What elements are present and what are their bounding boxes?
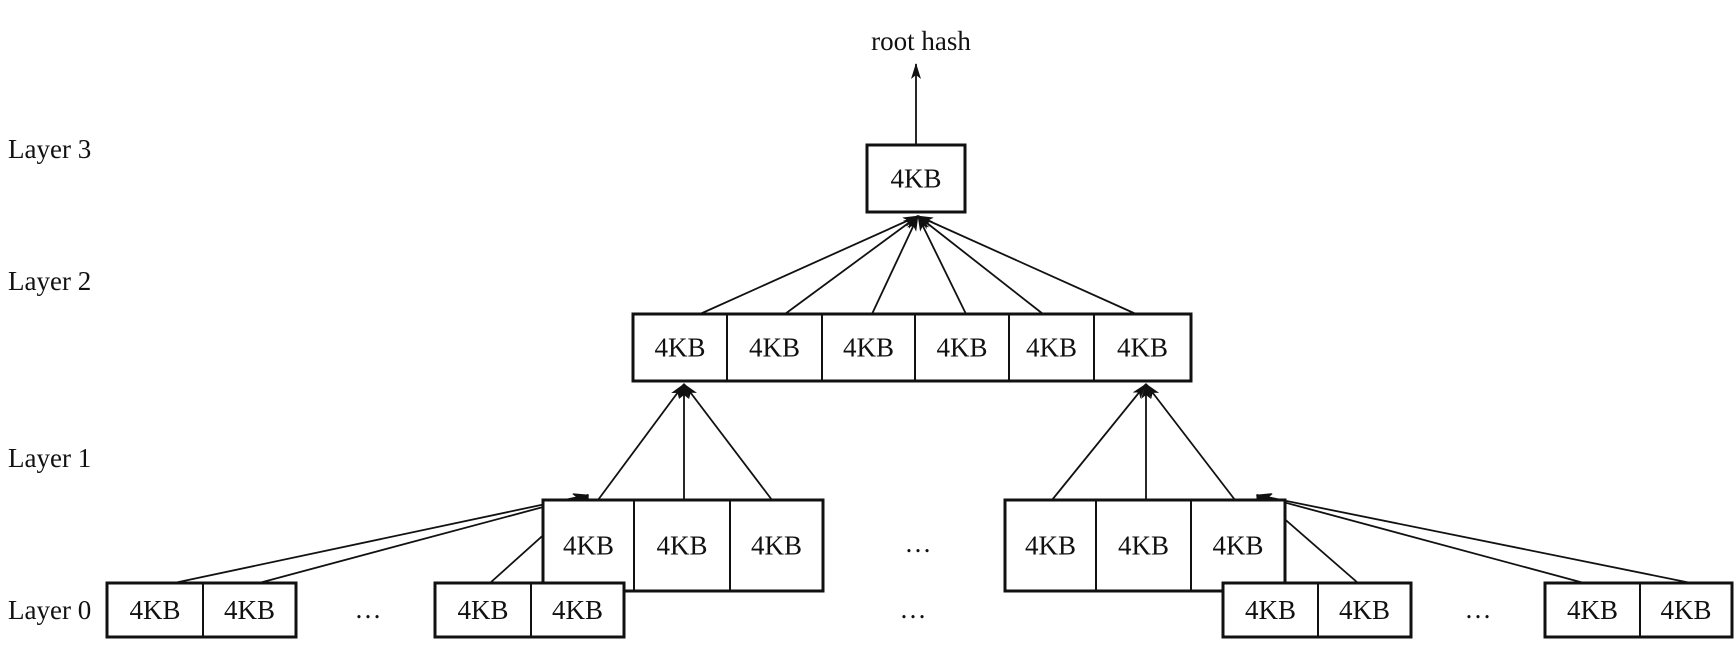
layer-2-label: Layer 2 xyxy=(8,266,91,296)
layer-0-block-group: 4KB 4KB xyxy=(105,581,298,639)
ellipsis: … xyxy=(900,594,927,624)
block-group-border xyxy=(105,581,298,639)
block-group-border xyxy=(865,143,967,214)
block-group-border xyxy=(1003,498,1287,593)
hash-edge-arrow xyxy=(917,215,967,315)
block-cell-label: 4KB xyxy=(656,531,707,561)
hash-edge-arrow xyxy=(784,215,919,315)
block-group-border xyxy=(1543,581,1734,639)
block-cell-label: 4KB xyxy=(654,333,705,363)
hash-edge-arrow xyxy=(699,215,919,315)
layer-0-block-group: 4KB 4KB xyxy=(1543,581,1734,639)
block-cell-label: 4KB xyxy=(936,333,987,363)
hash-edge-arrow xyxy=(1256,494,1585,584)
block-group-border xyxy=(433,581,626,639)
ellipsis: … xyxy=(1465,594,1492,624)
hash-edge-arrow xyxy=(1145,383,1236,501)
layer-1-label: Layer 1 xyxy=(8,443,91,473)
block-cell-label: 4KB xyxy=(843,333,894,363)
block-cell-label: 4KB xyxy=(1118,531,1169,561)
hash-edge-arrow xyxy=(871,215,919,315)
ellipsis: … xyxy=(905,528,932,558)
layer-1-block-group: 4KB 4KB 4KB xyxy=(1003,498,1287,593)
block-cell-label: 4KB xyxy=(1025,531,1076,561)
block-cell-label: 4KB xyxy=(751,531,802,561)
block-group-border xyxy=(541,498,825,593)
hash-edge-arrow xyxy=(917,215,1137,315)
block-cell-label: 4KB xyxy=(1567,595,1618,625)
block-cell-label: 4KB xyxy=(890,164,941,194)
hash-edge-arrow xyxy=(597,383,685,501)
layer-0-label: Layer 0 xyxy=(8,595,91,625)
block-cell-label: 4KB xyxy=(224,595,275,625)
hash-edge-arrow xyxy=(173,493,589,584)
block-cell-label: 4KB xyxy=(552,595,603,625)
hash-edge-arrow xyxy=(683,383,773,501)
root-hash-label: root hash xyxy=(871,26,971,56)
block-cell-label: 4KB xyxy=(1117,333,1168,363)
block-cell-label: 4KB xyxy=(457,595,508,625)
block-cell-label: 4KB xyxy=(1339,595,1390,625)
layer-0-block-group: 4KB 4KB xyxy=(433,581,626,639)
block-cell-label: 4KB xyxy=(1245,595,1296,625)
hash-edge-arrow xyxy=(1051,383,1147,501)
block-group-border xyxy=(631,312,1193,383)
layer-3-label: Layer 3 xyxy=(8,134,91,164)
block-cell-label: 4KB xyxy=(1660,595,1711,625)
hash-edge-arrow xyxy=(258,494,589,584)
block-cell-label: 4KB xyxy=(1212,531,1263,561)
block-cell-label: 4KB xyxy=(749,333,800,363)
hash-edge-arrow xyxy=(917,215,1044,315)
block-cell-label: 4KB xyxy=(129,595,180,625)
block-cell-label: 4KB xyxy=(1026,333,1077,363)
hash-edge-arrow xyxy=(1256,493,1692,584)
layer-0-block-group: 4KB 4KB xyxy=(1221,581,1413,639)
layer-2-block-group: 4KB 4KB 4KB 4KB 4KB 4KB xyxy=(631,312,1193,383)
layer-3-block-group: 4KB xyxy=(865,143,967,214)
block-cell-label: 4KB xyxy=(563,531,614,561)
ellipsis: … xyxy=(355,594,382,624)
layer-1-block-group: 4KB 4KB 4KB xyxy=(541,498,825,593)
